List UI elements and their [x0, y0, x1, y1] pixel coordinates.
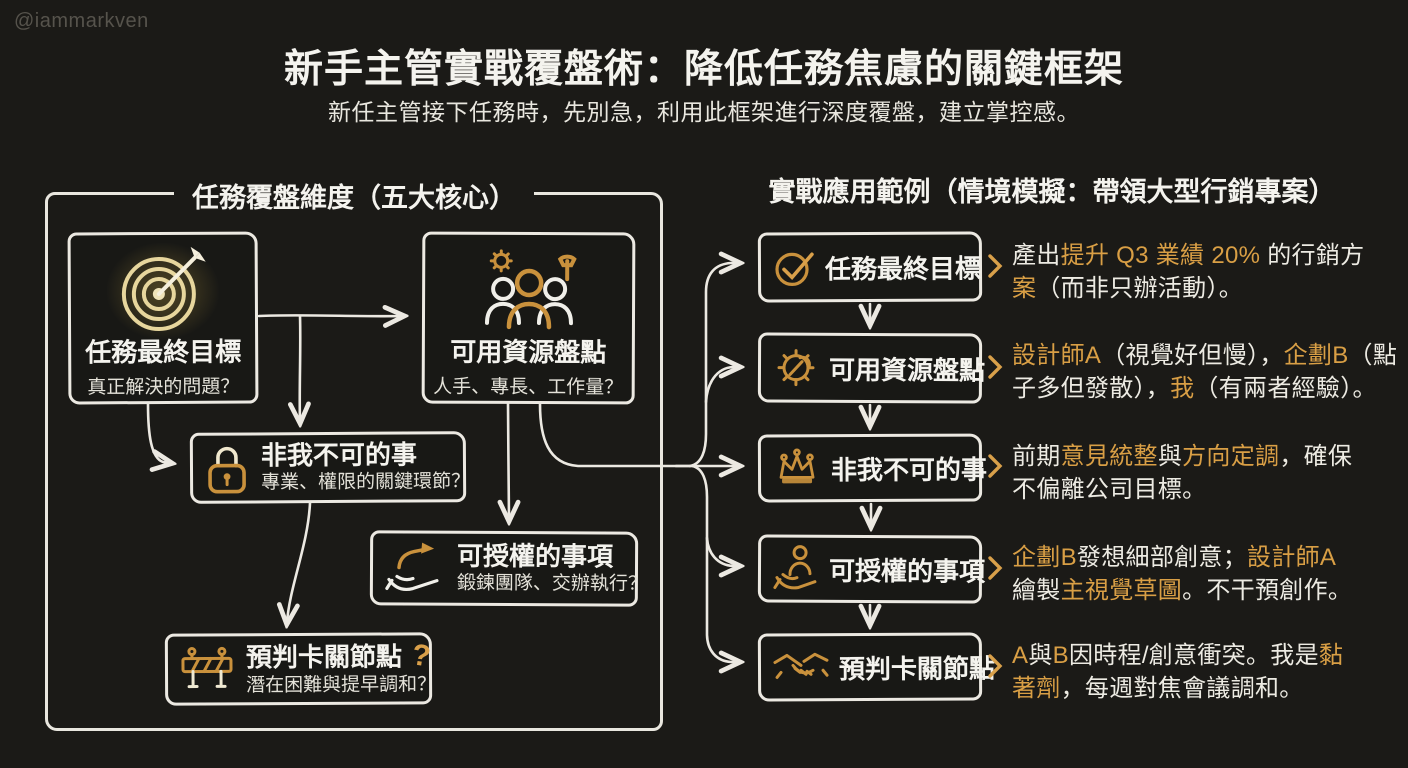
framework-panel-title: 任務覆盤維度（五大核心）: [174, 176, 534, 215]
node-label: 可授權的事項: [456, 540, 614, 572]
node-resources: 可用資源盤點 人手、專長、工作量？: [421, 231, 636, 405]
plain-text: ，確保 不偏離公司目標。: [1012, 443, 1353, 503]
node-label: 可授權的事項: [828, 555, 986, 587]
highlighted-text: A: [1012, 642, 1029, 669]
plain-text: 與: [1028, 642, 1053, 669]
node-delegable: 可授權的事項 鍛鍊團隊、交辦執行？: [369, 530, 647, 607]
chevron-right-icon: [986, 554, 1004, 582]
highlighted-text: 主視覺草圖: [1060, 577, 1183, 604]
node-final-goal: 任務最終目標 真正解決的問題？: [67, 231, 259, 405]
highlighted-text: B: [1052, 642, 1069, 669]
plain-text: 與: [1157, 443, 1183, 470]
highlighted-text: 企劃B: [1012, 544, 1077, 571]
example-description: 企劃B發想細部創意；設計師A 繪製主視覺草圖。不干預創作。: [1012, 541, 1408, 607]
plain-text: 前期: [1012, 443, 1061, 470]
example-node-blockers: 預判卡關節點: [757, 632, 995, 702]
example-node-resources: 可用資源盤點: [757, 332, 986, 404]
highlighted-text: 案: [1012, 275, 1037, 302]
node-label: 預判卡關節點: [838, 652, 996, 684]
highlighted-text: 提升 Q3 業績 20%: [1060, 242, 1261, 269]
highlighted-text: 設計師A: [1247, 544, 1337, 571]
node-subtitle: 潛在困難與提早調和？: [246, 674, 437, 697]
node-subtitle: 真正解決的問題？: [87, 376, 240, 399]
plain-text: 的行銷方: [1267, 242, 1365, 269]
node-label: 可用資源盤點: [450, 336, 607, 368]
highlighted-text: 意見統整: [1060, 443, 1158, 470]
node-label: 非我不可的事: [830, 453, 988, 485]
chevron-right-icon: [986, 353, 1004, 381]
node-label: 可用資源盤點: [828, 354, 986, 386]
plain-text: （而非只辦活動）。: [1036, 275, 1244, 302]
example-node-final-goal: 任務最終目標: [757, 231, 983, 303]
page-subtitle: 新任主管接下任務時，先別急，利用此框架進行深度覆盤，建立掌控感。: [328, 99, 1080, 125]
example-description: 前期意見統整與方向定調，確保 不偏離公司目標。: [1012, 440, 1408, 506]
plain-text: ，每週對焦會議調和。: [1060, 675, 1304, 702]
plain-text: （有兩者經驗）。: [1194, 375, 1377, 402]
example-node-only-me: 非我不可的事: [757, 433, 987, 503]
gear-wrench-icon: [773, 345, 819, 391]
lock-icon: [205, 441, 249, 495]
delegate-hand-icon: [385, 539, 445, 597]
question-mark-icon: ?: [409, 637, 433, 674]
node-subtitle: 專業、權限的關鍵環節？: [261, 471, 471, 494]
node-blockers: 預判卡關節點 ? 潛在困難與提早調和？: [164, 632, 436, 706]
plain-text: （點 子多但發散），: [1012, 342, 1398, 402]
highlighted-text: 我: [1170, 375, 1195, 402]
hand-person-icon: [773, 543, 819, 593]
node-label: 任務最終目標: [824, 252, 982, 284]
plain-text: 因時程/創意衝突。我是: [1068, 642, 1319, 669]
barrier-icon: [180, 644, 234, 694]
example-description: 設計師A（視覺好但慢），企劃B（點 子多但發散），我（有兩者經驗）。: [1012, 339, 1408, 405]
example-description: A與B因時程/創意衝突。我是黏 著劑，每週對焦會議調和。: [1012, 639, 1408, 705]
example-description: 產出提升 Q3 業績 20% 的行銷方 案（而非只辦活動）。: [1012, 239, 1408, 305]
handshake-icon: [773, 646, 829, 688]
plain-text: 產出: [1012, 242, 1061, 269]
node-label: 預判卡關節點: [245, 641, 403, 672]
highlighted-text: 設計師A: [1012, 342, 1102, 369]
watermark: @iammarkven: [14, 10, 149, 32]
chevron-right-icon: [986, 452, 1004, 480]
node-subtitle: 人手、專長、工作量？: [433, 376, 624, 399]
team-gear-wrench-icon: [470, 245, 586, 340]
highlighted-text: 企劃B: [1283, 342, 1349, 369]
node-subtitle: 鍛鍊團隊、交辦執行？: [456, 573, 647, 596]
plain-text: 。不干預創作。: [1182, 577, 1353, 604]
check-circle-icon: [773, 246, 815, 288]
highlighted-text: 方向定調: [1182, 443, 1280, 470]
example-node-delegable: 可授權的事項: [757, 534, 986, 604]
chevron-right-icon: [986, 252, 1004, 280]
node-label: 非我不可的事: [260, 439, 418, 471]
plain-text: 繪製: [1012, 577, 1061, 604]
plain-text: 發想細部創意；: [1076, 544, 1248, 571]
page-title: 新手主管實戰覆盤術：降低任務焦慮的關鍵框架: [283, 48, 1124, 91]
plain-text: （視覺好但慢），: [1101, 342, 1284, 369]
chevron-right-icon: [986, 652, 1004, 680]
target-icon: [106, 242, 220, 340]
framework-panel: 任務覆盤維度（五大核心）: [45, 176, 663, 731]
crown-icon: [773, 447, 821, 489]
highlighted-text: 黏 著劑: [1012, 642, 1344, 702]
example-panel-title: 實戰應用範例（情境模擬：帶領大型行銷專案）: [768, 177, 1336, 207]
node-only-me: 非我不可的事 專業、權限的關鍵環節？: [189, 431, 470, 504]
node-label: 任務最終目標: [85, 336, 242, 368]
